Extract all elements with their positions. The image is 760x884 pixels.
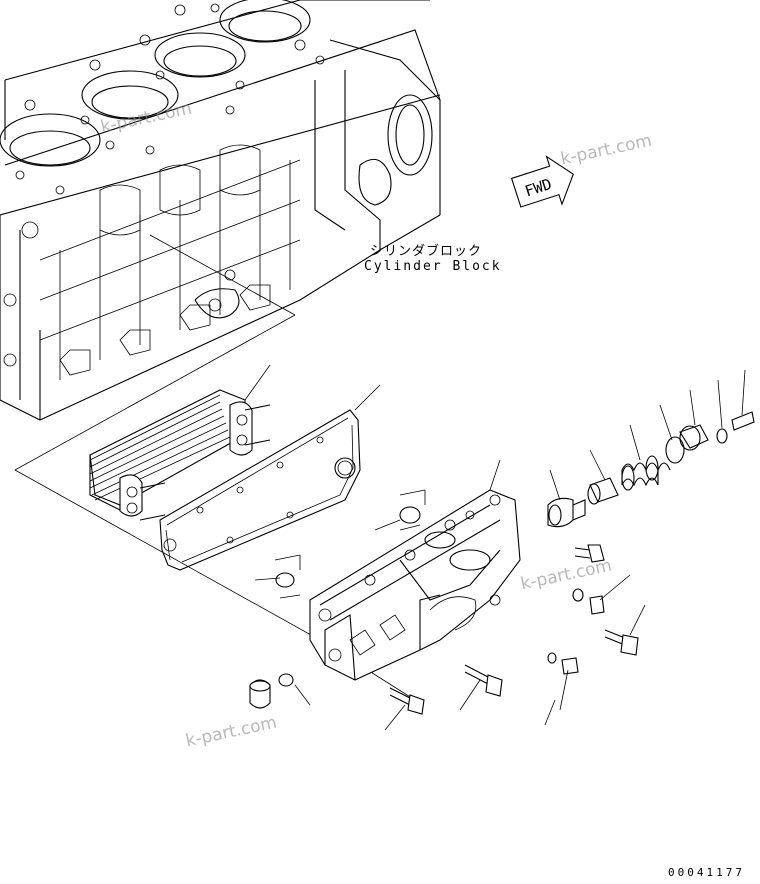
oil-cooler-cover <box>309 459 521 681</box>
cylinder-block-label-en: Cylinder Block <box>364 259 502 274</box>
regulator-valve-stack <box>547 369 755 528</box>
fwd-label: FWD <box>523 175 554 200</box>
cylinder-block <box>0 0 441 421</box>
gasket <box>159 384 381 571</box>
mounting-bolts <box>384 544 646 731</box>
spring <box>621 455 671 491</box>
oil-cooler-element <box>89 364 271 521</box>
cylinder-block-label-jp: シリンダブロック <box>370 244 483 259</box>
oring-callouts <box>254 489 426 599</box>
plug-and-oring <box>249 673 311 709</box>
drawing-number: 00041177 <box>668 866 745 879</box>
